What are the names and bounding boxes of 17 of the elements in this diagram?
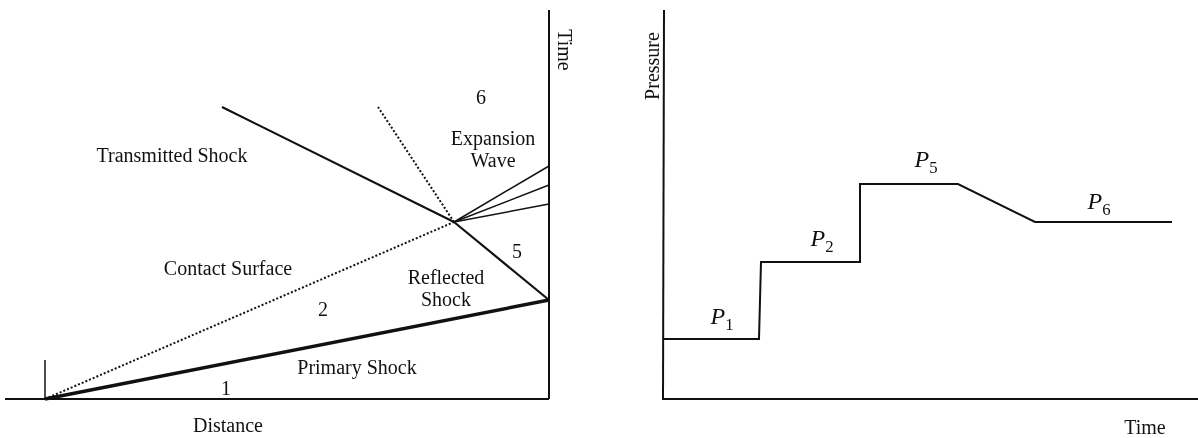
wave-label: Transmitted Shock: [96, 144, 248, 166]
pressure-label: P$_{5}$: [914, 146, 938, 178]
region-number: 6: [476, 86, 486, 108]
region-number: 1: [221, 377, 231, 399]
region-number: 2: [318, 298, 328, 320]
pressure-label: P$_{2}$: [810, 225, 834, 257]
wave-label: Reflected Shock: [406, 266, 486, 310]
wave-label: Expansion Wave: [449, 127, 537, 171]
pressure-label: P$_{6}$: [1087, 188, 1111, 220]
axis-label: Distance: [193, 414, 263, 436]
region-number: 5: [512, 240, 522, 262]
axis-label: Time: [554, 29, 576, 71]
wave-label: Primary Shock: [297, 356, 417, 378]
surface-label: Contact Surface: [163, 257, 293, 279]
pressure-label: P$_{1}$: [710, 303, 734, 335]
axis-label: Pressure: [641, 32, 663, 100]
axis-label: Time: [1124, 416, 1166, 438]
